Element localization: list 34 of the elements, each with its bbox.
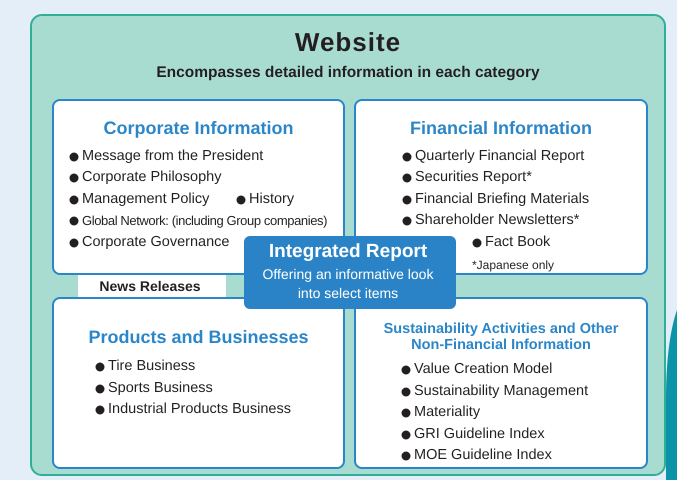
section-box <box>52 297 345 469</box>
list-item: Corporate Governance <box>82 234 230 250</box>
highlight-text: Offering an informative look into select items <box>262 265 434 303</box>
list-item: Shareholder Newsletters* <box>415 212 580 228</box>
list-item: History <box>249 191 294 207</box>
diagram-subtitle: Encompasses detailed information in each category <box>156 64 540 82</box>
list-item: Industrial Products Business <box>108 401 291 417</box>
list-item: Sports Business <box>108 380 213 396</box>
section-box <box>354 297 648 469</box>
section-tab <box>78 275 226 297</box>
list-item: Securities Report* <box>415 169 532 185</box>
list-item: Sustainability Management <box>414 383 588 399</box>
list-item: Materiality <box>414 404 480 420</box>
section-label: News Releases <box>99 278 201 294</box>
list-item: Tire Business <box>108 358 196 374</box>
panel-heading: Website <box>294 26 402 58</box>
list-item: GRI Guideline Index <box>414 426 545 442</box>
list-item: MOE Guideline Index <box>414 447 552 463</box>
list-item: Global Network: (including Group companies) <box>82 212 328 228</box>
list-item: Management Policy <box>82 191 210 207</box>
list-item: Quarterly Financial Report <box>415 148 584 164</box>
highlight-box <box>244 236 456 309</box>
section-heading: Sustainability Activities and Other Non-Financial Information <box>382 321 620 353</box>
footnote: *Japanese only <box>472 258 554 272</box>
website-panel <box>30 14 666 476</box>
list-item: Fact Book <box>485 234 550 250</box>
list-item: Corporate Philosophy <box>82 169 222 185</box>
highlight-title: Integrated Report <box>268 241 428 263</box>
list-item: Value Creation Model <box>414 361 552 377</box>
list-item: Message from the President <box>82 148 264 164</box>
list-item: Financial Briefing Materials <box>415 191 590 207</box>
section-heading: Products and Businesses <box>88 326 309 348</box>
section-heading: Financial Information <box>410 118 592 138</box>
section-heading: Corporate Information <box>103 118 294 138</box>
